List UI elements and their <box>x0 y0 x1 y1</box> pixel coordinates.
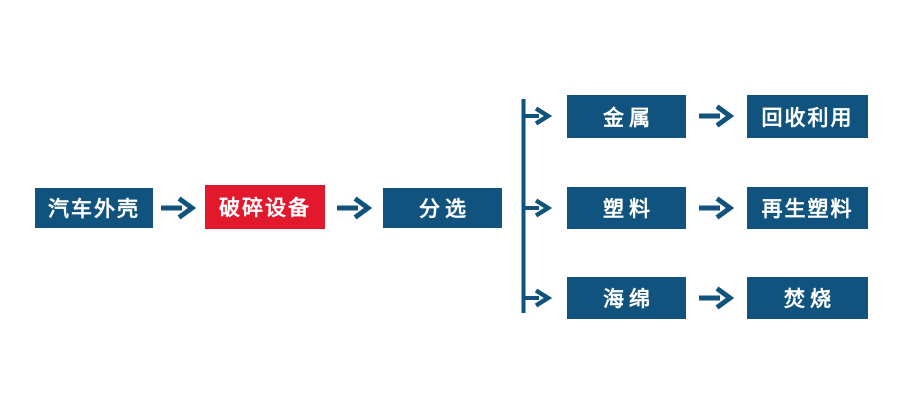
arrow-right-icon <box>698 103 736 134</box>
node-sorting: 分选 <box>383 188 502 228</box>
arrow-right-icon <box>336 195 374 226</box>
node-car-shell: 汽车外壳 <box>35 188 153 228</box>
node-crushing-equipment: 破碎设备 <box>205 185 325 229</box>
arrow-right-icon <box>698 195 736 226</box>
node-metal: 金属 <box>567 95 686 138</box>
node-sponge: 海绵 <box>567 277 686 319</box>
node-incineration: 焚烧 <box>747 277 868 319</box>
arrow-right-icon <box>160 195 198 226</box>
branch-connector-lines <box>519 97 555 324</box>
arrow-right-icon <box>698 285 736 316</box>
node-recycling-reuse: 回收利用 <box>747 95 868 138</box>
node-plastic: 塑料 <box>567 187 686 229</box>
node-recycled-plastic: 再生塑料 <box>747 187 868 229</box>
